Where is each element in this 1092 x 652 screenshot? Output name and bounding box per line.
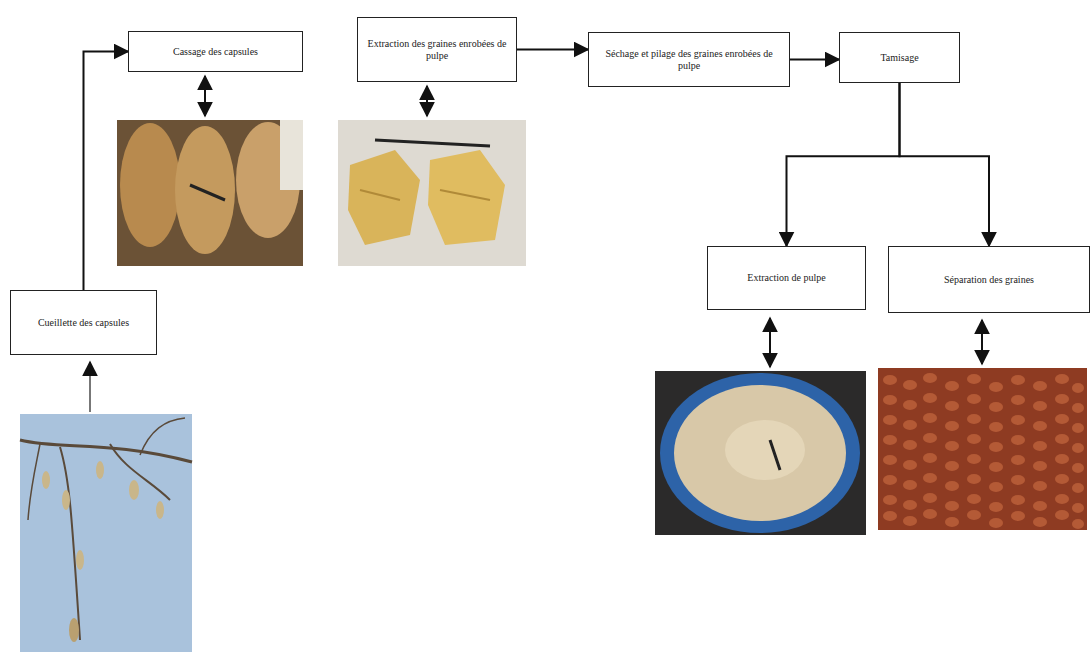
box-label: Extraction de pulpe [747,272,825,284]
photo-link [89,362,91,412]
flow-arrow [517,49,588,51]
process-box: Séparation des graines [888,246,1090,313]
process-box: Extraction de pulpe [707,246,866,310]
flow-arrow [787,83,900,246]
box-label: Cueillette des capsules [38,317,129,329]
pulp-photo [338,120,526,266]
box-label: Séchage et pilage des graines enrobées d… [597,48,781,72]
box-label: Extraction des graines enrobées de pulpe [366,38,508,62]
seeds-photo [878,368,1087,530]
bowl-photo [655,371,866,535]
box-label: Tamisage [880,52,918,64]
process-box: Extraction des graines enrobées de pulpe [357,17,517,82]
flow-arrow [900,83,990,246]
process-box: Cassage des capsules [128,31,303,72]
photo-link [769,318,771,367]
process-box: Tamisage [839,32,960,83]
photo-link [981,320,983,364]
photo-link [204,76,206,116]
capsules-photo [117,120,303,266]
process-box: Cueillette des capsules [10,290,157,355]
tree-photo [20,414,192,652]
process-box: Séchage et pilage des graines enrobées d… [588,32,790,87]
box-label: Séparation des graines [944,274,1034,286]
box-label: Cassage des capsules [173,46,258,58]
flow-arrow [790,59,839,61]
photo-link [426,86,428,116]
flow-arrow [84,52,129,291]
